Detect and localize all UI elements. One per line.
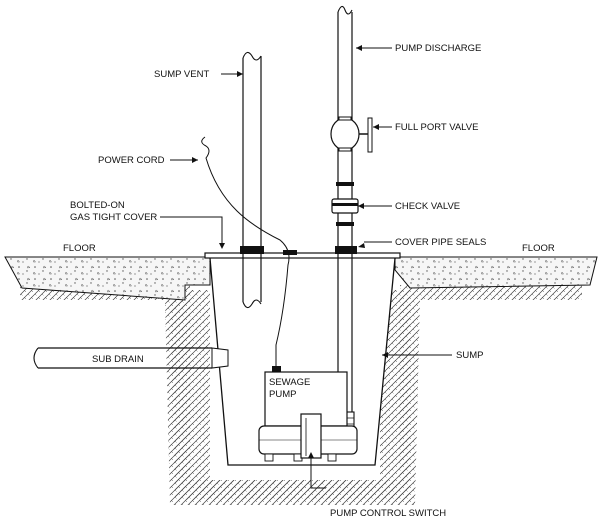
label-cover-pipe-seals: COVER PIPE SEALS (395, 237, 486, 248)
power-cord (201, 136, 290, 366)
label-pump: PUMP (269, 389, 296, 400)
pump-control-switch (300, 413, 322, 459)
label-sewage: SEWAGE (269, 377, 310, 388)
floor-slab-right (394, 256, 598, 289)
label-check-valve: CHECK VALVE (395, 201, 460, 212)
vent-pipe-seal (240, 246, 264, 254)
gas-tight-cover (204, 252, 401, 259)
full-port-valve (330, 116, 373, 153)
label-floor-right: FLOOR (522, 243, 555, 254)
label-full-port-valve: FULL PORT VALVE (395, 122, 478, 133)
label-gas-tight-cover: GAS TIGHT COVER (70, 212, 157, 223)
discharge-pipe-seal (335, 246, 357, 254)
label-bolted-on: BOLTED-ON (70, 200, 125, 211)
label-sump-vent: SUMP VENT (154, 69, 209, 80)
power-cord-seal (283, 250, 297, 255)
sub-drain-pipe (33, 347, 229, 369)
pump-cord-entry (272, 366, 281, 372)
label-pump-discharge: PUMP DISCHARGE (395, 43, 481, 54)
sump-vent-pipe (242, 56, 262, 302)
label-sump: SUMP (456, 350, 483, 361)
label-power-cord: POWER CORD (98, 155, 165, 166)
check-valve (331, 182, 359, 226)
label-floor-left: FLOOR (63, 243, 96, 254)
label-pump-control-switch: PUMP CONTROL SWITCH (330, 508, 446, 519)
leader-arrowheads (192, 45, 388, 458)
label-sub-drain: SUB DRAIN (92, 354, 144, 365)
